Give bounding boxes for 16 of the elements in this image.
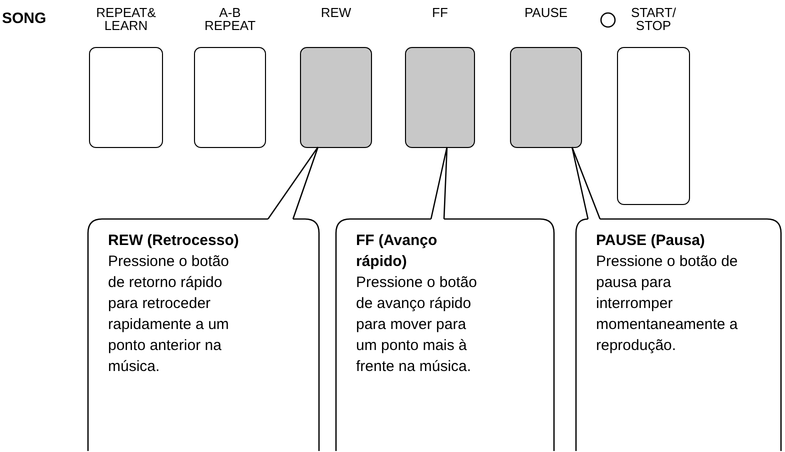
button-label: START/ STOP [630, 6, 678, 32]
button-label: PAUSE [523, 6, 569, 19]
section-label: SONG [2, 10, 46, 27]
callout-tail [267, 146, 319, 220]
button-label: REW [320, 6, 352, 19]
button-label: A-B REPEAT [203, 6, 257, 32]
callout-text: Pressione o botão de avanço rápido para mover para um ponto mais à frente na música. [356, 273, 478, 377]
callout-text: Pressione o botão de pausa para interromper momentaneamente a reprodução. [596, 252, 739, 356]
callout-text: Pressione o botão de retorno rápido para retroceder rapidamente a um ponto anterior na música. [108, 252, 230, 377]
callout-tail [430, 146, 448, 220]
callout-tail [571, 146, 601, 220]
button-label: FF [431, 6, 449, 19]
callout-heading: REW (Retrocesso) [108, 231, 240, 251]
button-label: REPEAT& LEARN [95, 6, 157, 32]
callout-heading: FF (Avanço rápido) [356, 231, 438, 272]
callout-heading: PAUSE (Pausa) [596, 231, 706, 251]
